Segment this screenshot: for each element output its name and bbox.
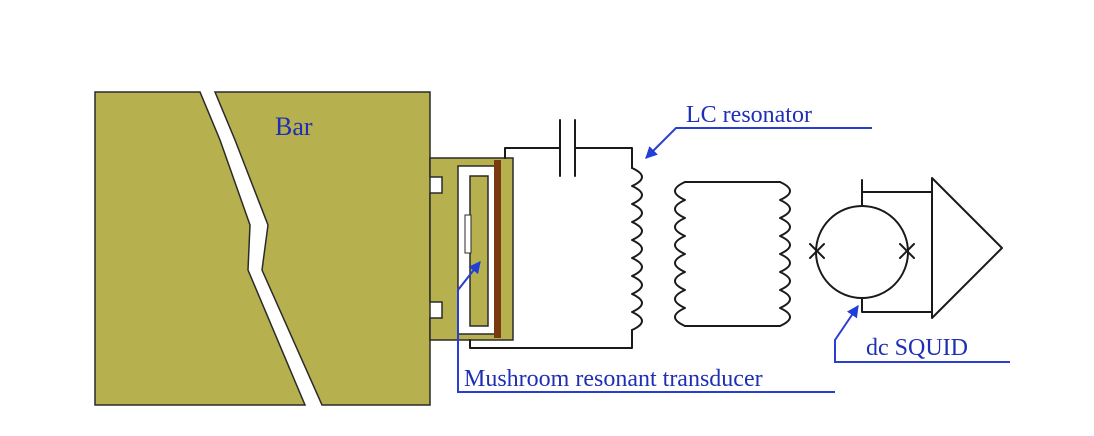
dc-squid-leader [834, 305, 1010, 363]
pickup-coil-right [779, 181, 791, 327]
bar-left-piece [94, 91, 307, 406]
electrode-plate [494, 160, 501, 338]
lc-resonator-leader [645, 127, 872, 159]
mushroom-transducer-leader [457, 261, 835, 393]
bottom-wire [469, 329, 633, 349]
squid-loop [815, 205, 909, 299]
lc-resonator-label: LC resonator [686, 102, 812, 128]
josephson-junction-right-icon [899, 243, 915, 259]
squid-bottom-lead [861, 297, 933, 313]
mushroom-stem-gap [464, 214, 472, 254]
josephson-junction-left-icon [809, 243, 825, 259]
amplifier-triangle-icon [931, 177, 1003, 319]
mushroom-cap [469, 175, 489, 327]
bar-right-piece [213, 91, 431, 406]
pickup-coil-left [674, 181, 686, 327]
dc-squid-label: dc SQUID [866, 335, 968, 361]
mushroom-transducer-label: Mushroom resonant transducer [464, 366, 763, 392]
capacitor-to-coil-wire [574, 147, 633, 169]
lc-coil [631, 167, 643, 331]
bar-label: Bar [275, 112, 313, 141]
top-wire [504, 147, 561, 159]
